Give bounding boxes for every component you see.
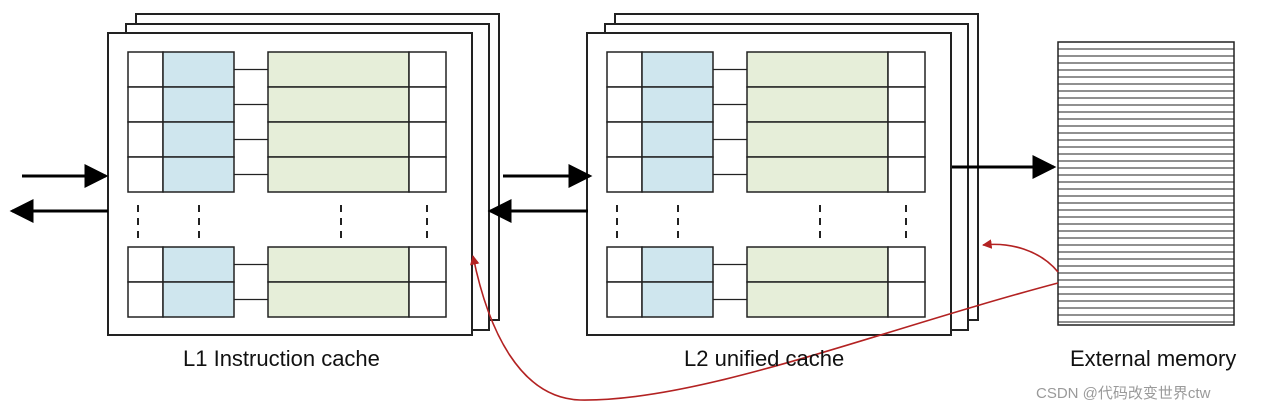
valid-bit-cell: [127, 246, 164, 283]
data-cell: [267, 121, 410, 158]
valid-bit-cell: [127, 156, 164, 193]
tag-cell: [641, 246, 714, 283]
data-cell: [267, 246, 410, 283]
valid-bit-cell: [606, 86, 643, 123]
dirty-bit-cell: [408, 246, 447, 283]
valid-bit-cell: [127, 86, 164, 123]
dirty-bit-cell: [408, 86, 447, 123]
dirty-bit-cell: [887, 156, 926, 193]
tag-cell: [641, 121, 714, 158]
dirty-bit-cell: [408, 281, 447, 318]
data-cell: [267, 156, 410, 193]
valid-bit-cell: [127, 51, 164, 88]
valid-bit-cell: [606, 51, 643, 88]
tag-cell: [162, 121, 235, 158]
data-cell: [746, 281, 889, 318]
external-memory-label: External memory: [1070, 346, 1237, 371]
tag-cell: [641, 156, 714, 193]
valid-bit-cell: [606, 156, 643, 193]
tag-cell: [162, 281, 235, 318]
tag-cell: [162, 156, 235, 193]
tag-cell: [162, 51, 235, 88]
data-cell: [746, 156, 889, 193]
memory-to-l1-fill-arrow: [470, 255, 1059, 401]
valid-bit-cell: [606, 281, 643, 318]
data-cell: [267, 51, 410, 88]
memory-outline: [1057, 41, 1235, 326]
valid-bit-cell: [127, 281, 164, 318]
tag-cell: [162, 86, 235, 123]
valid-bit-cell: [606, 246, 643, 283]
data-cell: [746, 86, 889, 123]
csdn-watermark: CSDN @代码改变世界ctw: [1036, 385, 1211, 402]
external-memory-block: [1057, 41, 1235, 326]
tag-cell: [162, 246, 235, 283]
memory-to-l2-fill-arrow: [982, 239, 1059, 273]
dirty-bit-cell: [408, 156, 447, 193]
l1-cache-block: [107, 13, 500, 336]
tag-cell: [641, 51, 714, 88]
valid-bit-cell: [606, 121, 643, 158]
dirty-bit-cell: [887, 246, 926, 283]
dirty-bit-cell: [408, 121, 447, 158]
dirty-bit-cell: [887, 281, 926, 318]
valid-bit-cell: [127, 121, 164, 158]
data-cell: [746, 246, 889, 283]
l1-cache-label: L1 Instruction cache: [183, 346, 380, 371]
dirty-bit-cell: [887, 51, 926, 88]
data-cell: [267, 86, 410, 123]
tag-cell: [641, 281, 714, 318]
dirty-bit-cell: [408, 51, 447, 88]
data-cell: [267, 281, 410, 318]
l2-cache-block: [586, 13, 979, 336]
tag-cell: [641, 86, 714, 123]
l2-cache-label: L2 unified cache: [684, 346, 845, 371]
dirty-bit-cell: [887, 86, 926, 123]
data-cell: [746, 51, 889, 88]
data-cell: [746, 121, 889, 158]
dirty-bit-cell: [887, 121, 926, 158]
